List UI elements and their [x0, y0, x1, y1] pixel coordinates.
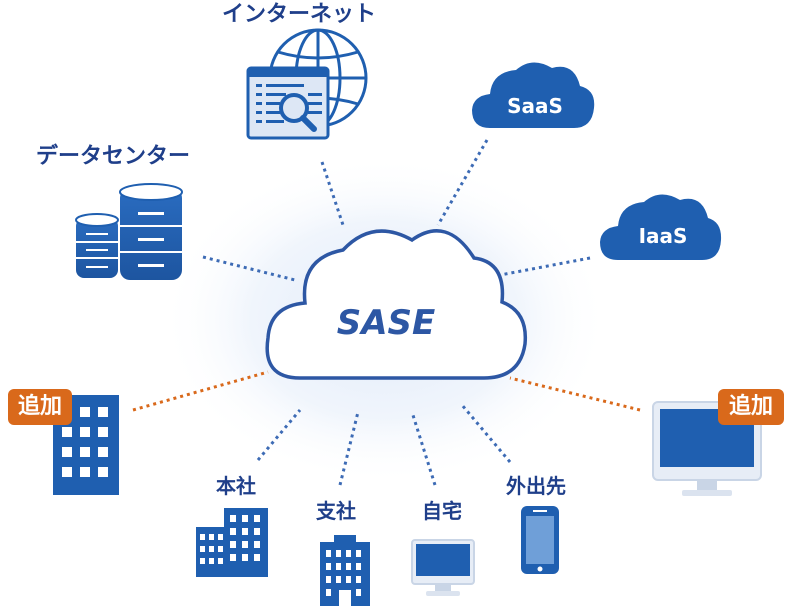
- search-window-icon: [246, 66, 330, 140]
- connector-iaas: [494, 256, 591, 278]
- connector-lines: [132, 139, 641, 486]
- saas-cloud-icon: [472, 62, 595, 128]
- datacenter-label: データセンター: [36, 144, 191, 169]
- sase-cloud: [265, 229, 528, 380]
- connector-datacenter: [202, 255, 296, 282]
- sase-label: SASE: [336, 303, 436, 343]
- added-badge-building: 追加: [8, 389, 72, 425]
- iaas-label: IaaS: [638, 224, 688, 248]
- smartphone-icon: [521, 506, 559, 574]
- branch-building-icon: [320, 535, 370, 606]
- remote-label: 外出先: [506, 474, 566, 498]
- connector-branch: [338, 411, 360, 486]
- connector-added-building: [132, 370, 269, 412]
- connector-saas: [436, 139, 489, 226]
- iaas-cloud-icon: [600, 194, 722, 260]
- database-icon: [75, 183, 183, 280]
- home-desktop-monitor-icon: [411, 539, 475, 596]
- headquarters-building-icon: [196, 508, 268, 577]
- saas-label: SaaS: [507, 94, 563, 118]
- connector-remote: [460, 404, 512, 463]
- internet-label: インターネット: [222, 2, 377, 27]
- connector-home: [410, 411, 437, 486]
- headquarters-label: 本社: [216, 474, 256, 498]
- branch-label: 支社: [316, 499, 356, 523]
- home-label: 自宅: [422, 499, 462, 523]
- added-badge-monitor: 追加: [718, 389, 784, 425]
- connector-added-monitor: [509, 376, 641, 412]
